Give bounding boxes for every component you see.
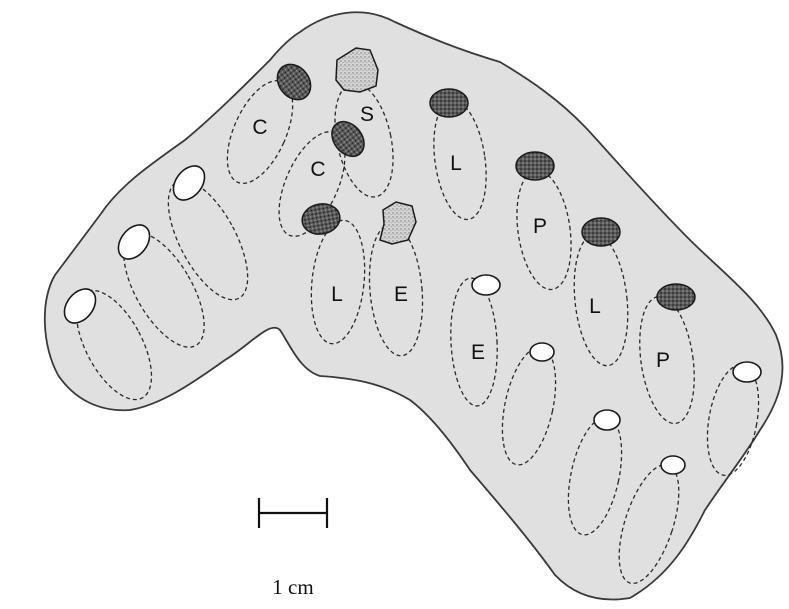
cell-cap-capped [657, 284, 695, 310]
cell-cap-open [530, 343, 554, 361]
cell-label-l: L [331, 283, 343, 306]
scale-bar-label: 1 cm [272, 575, 313, 599]
cell-cap-open [472, 275, 500, 295]
cell-label-l: L [450, 152, 462, 175]
cell-cap-open [594, 410, 620, 430]
cell-label-c: C [252, 116, 267, 139]
cell-cap-open [661, 456, 685, 474]
cell-label-e: E [394, 283, 408, 306]
cell-label-l: L [589, 295, 601, 318]
cell-label-p: P [656, 349, 670, 372]
cell-label-e: E [471, 341, 485, 364]
cell-cap-capped [582, 218, 620, 246]
scale-bar [259, 498, 327, 528]
cell-label-c: C [310, 158, 325, 181]
cell-cap-open [733, 362, 761, 382]
cell-cap-capped [516, 152, 554, 180]
cell-label-s: S [360, 103, 374, 126]
cell-label-p: P [533, 215, 547, 238]
cell-cap-capped [430, 89, 468, 117]
